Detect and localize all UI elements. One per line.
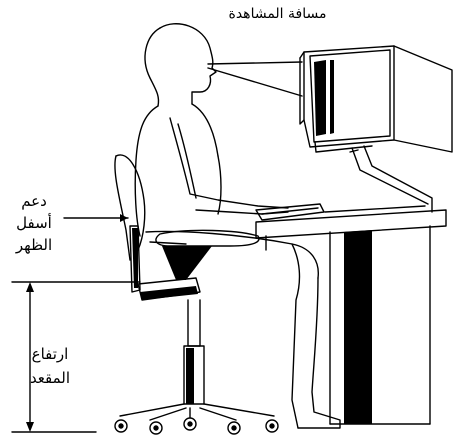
- lower-back-support-label: دعم أسفل الظهر: [2, 190, 66, 256]
- sightline-upper: [208, 62, 302, 64]
- lower-back-support-line2: أسفل: [2, 212, 66, 234]
- seat-height-line1: ارتفاع: [14, 342, 86, 366]
- lower-back-support-line3: الظهر: [2, 234, 66, 256]
- monitor-arm-illustration: [350, 146, 432, 212]
- lower-back-support-line1: دعم: [2, 190, 66, 212]
- chair-wheels: [115, 418, 278, 434]
- person-illustration: [135, 24, 340, 428]
- seat-height-line2: المقعد: [14, 366, 86, 390]
- viewing-distance-label: مسافة المشاهدة: [0, 6, 459, 23]
- seat-height-label: ارتفاع المقعد: [14, 342, 86, 390]
- sightline-lower: [208, 68, 302, 96]
